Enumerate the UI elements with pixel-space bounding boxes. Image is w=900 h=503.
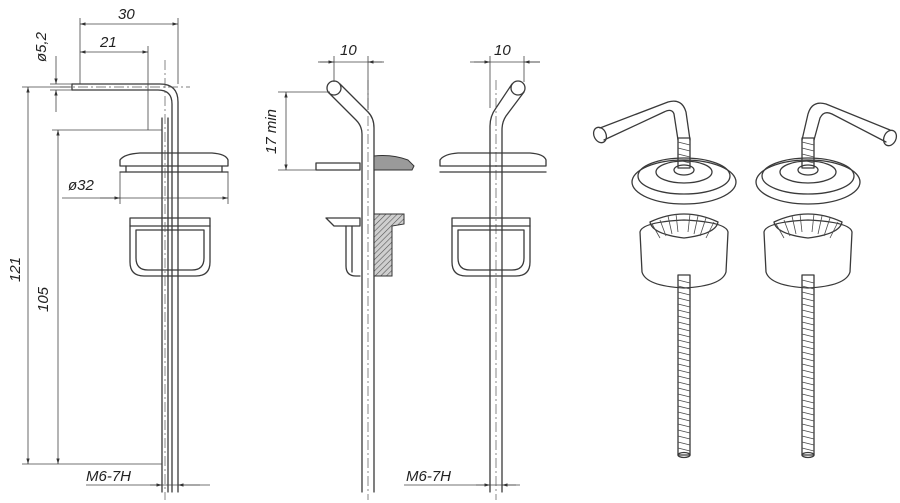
thread-left-label: M6-7H (86, 468, 131, 485)
dim-17-min-label: 17 min (263, 109, 280, 154)
dim-121-label: 121 (7, 257, 24, 282)
dim-hole-diameter-label: ø5,2 (33, 31, 50, 62)
isometric-hinge-right (755, 102, 898, 459)
dim-21-label: 21 (99, 34, 117, 51)
dim-30-label: 30 (118, 6, 135, 23)
dim-offset-10-a-label: 10 (340, 42, 357, 59)
thread-right-label: M6-7H (406, 468, 451, 485)
dim-offset-10-b-label: 10 (494, 42, 511, 59)
view-side-dimensioned: 30 21 ø5,2 ø32 121 105 M6-7H (7, 6, 229, 500)
view-front: 10 M6-7H (404, 42, 547, 500)
dim-cap-diameter-label: ø32 (68, 177, 95, 194)
view-section: 10 17 min (263, 42, 415, 500)
dim-105-label: 105 (35, 286, 52, 312)
isometric-hinge-left (592, 100, 737, 459)
